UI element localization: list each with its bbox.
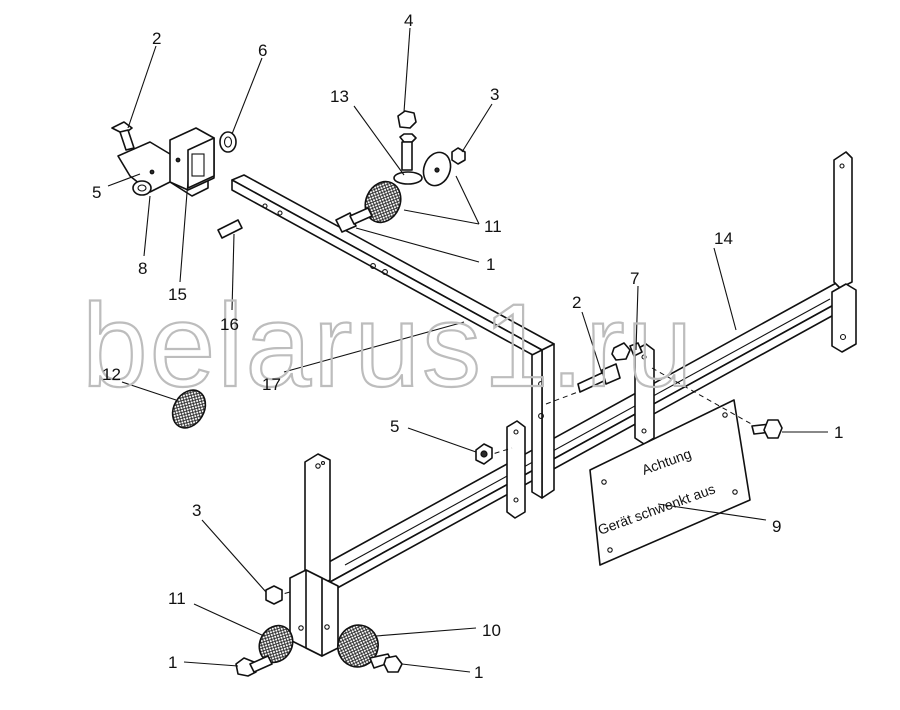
label-5-top: 5 [92, 183, 101, 202]
middle-clamp [506, 420, 526, 519]
label-2-top: 2 [152, 29, 161, 48]
label-14: 14 [714, 229, 733, 248]
label-2-middle: 2 [572, 293, 581, 312]
bolt-middle [577, 342, 643, 393]
label-16: 16 [220, 315, 239, 334]
label-1-top: 1 [486, 255, 495, 274]
nut-middle [475, 443, 493, 465]
left-upright [304, 453, 331, 588]
label-1-bottom-right: 1 [474, 663, 483, 682]
bolt-right [751, 419, 783, 439]
label-11-top: 11 [484, 217, 502, 236]
label-3-top: 3 [490, 85, 499, 104]
label-13: 13 [330, 87, 349, 106]
right-upright [831, 151, 857, 353]
diagonal-bar [231, 174, 555, 499]
label-1-bottom-left: 1 [168, 653, 177, 672]
watermark: belarus1.ru [82, 280, 694, 412]
label-12: 12 [102, 365, 121, 384]
top-cluster [335, 110, 466, 233]
label-7: 7 [630, 269, 639, 288]
label-15: 15 [168, 285, 187, 304]
leader-lines [107, 27, 828, 673]
label-10: 10 [482, 621, 501, 640]
label-8: 8 [138, 259, 147, 278]
label-17: 17 [262, 375, 281, 394]
bottom-cluster [235, 585, 403, 677]
label-5-middle: 5 [390, 417, 399, 436]
crossbar [317, 281, 851, 593]
warning-plate: Achtung Gerät schwenkt aus [589, 399, 751, 566]
label-1-right: 1 [834, 423, 843, 442]
label-4: 4 [404, 11, 413, 30]
label-3-bottom: 3 [192, 501, 201, 520]
left-bracket [289, 569, 339, 657]
label-11-bottom: 11 [168, 589, 186, 608]
label-6: 6 [258, 41, 267, 60]
part-labels: 2 6 4 13 3 5 8 15 11 1 16 14 7 2 12 17 5… [92, 11, 843, 682]
reflector-12 [171, 389, 207, 429]
top-left-cluster [111, 121, 243, 239]
label-9: 9 [772, 517, 781, 536]
